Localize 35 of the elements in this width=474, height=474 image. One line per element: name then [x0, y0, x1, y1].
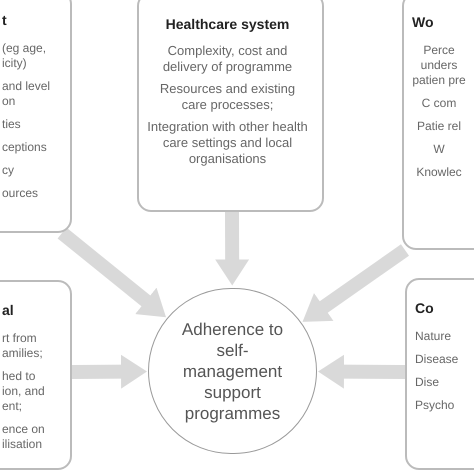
box-heading: Healthcare system: [166, 16, 290, 33]
factor-box: [0, 0, 72, 233]
factor-text: (eg age, icity): [2, 41, 48, 71]
box-heading: t: [2, 12, 8, 29]
box-heading: Co: [415, 300, 435, 317]
factor-text: ources: [2, 186, 40, 201]
outcome-text: Adherence to self- management support programmes: [180, 318, 284, 424]
factor-text: C com: [420, 96, 458, 111]
factor-text: Patie rel: [416, 119, 462, 134]
factor-text: and level on: [2, 79, 52, 109]
block-arrow: [58, 228, 166, 318]
factor-text: Nature: [415, 329, 452, 344]
factor-text: W: [432, 142, 446, 157]
factor-text: ties: [2, 117, 22, 132]
factor-text: Psycho: [415, 398, 456, 413]
factor-text: Perce unders patien pre: [412, 43, 466, 88]
factor-text: Knowlec: [415, 165, 463, 180]
block-arrow: [215, 212, 250, 286]
factor-text: Complexity, cost and delivery of programme: [162, 43, 294, 75]
factor-text: rt from amilies;: [2, 331, 44, 361]
factor-box: [137, 0, 324, 212]
block-arrow: [72, 354, 147, 389]
factor-text: ceptions: [2, 140, 48, 155]
block-arrow: [318, 354, 406, 389]
factor-text: hed to ion, and ent;: [2, 369, 46, 414]
block-arrow: [302, 244, 410, 322]
factor-text: Integration with other health care settings and local organisations: [147, 119, 308, 167]
factor-text: Resources and existing care processes;: [158, 81, 296, 113]
factor-text: Dise: [415, 375, 440, 390]
factor-box: [0, 280, 72, 470]
box-heading: Wo: [412, 14, 435, 31]
factor-text: Disease: [415, 352, 460, 367]
box-heading: al: [2, 302, 15, 319]
factor-text: ence on ilisation: [2, 422, 46, 452]
factor-text: cy: [2, 163, 15, 178]
